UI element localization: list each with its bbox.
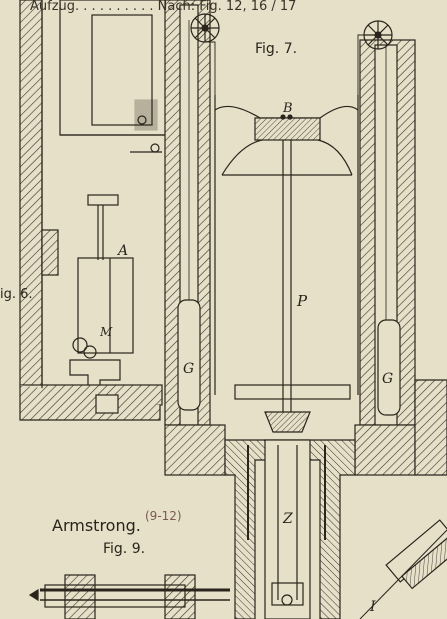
fig7-pulley-right [363, 20, 393, 50]
fig6-label: ig. 6. [0, 287, 33, 302]
part-label-P: P [297, 292, 308, 310]
part-label-G-right: G [382, 371, 394, 387]
fig7-pit [224, 439, 356, 619]
fig6-left-wall [19, 0, 43, 386]
fig7-drawing [164, 0, 447, 619]
part-label-I: I [370, 599, 376, 615]
armstrong-caption: Armstrong. [52, 516, 141, 535]
fig7-pulley-left [190, 13, 220, 43]
handwritten-note: (9-12) [145, 509, 182, 523]
part-label-G-left: G [183, 361, 195, 377]
fig6-cylinder-A [77, 257, 134, 354]
fig7-counterweight-left [177, 299, 201, 411]
header-text: Aufzug. . . . . . . . . . Nach: Fig. 12,… [30, 0, 297, 14]
part-label-B: B [283, 101, 293, 116]
part-label-Z: Z [283, 511, 293, 527]
fig6-crosshead [87, 194, 119, 206]
fig9-label: Fig. 9. [103, 541, 146, 557]
fig7-counterweight-right [377, 319, 401, 416]
fig6-wall-bracket [41, 229, 59, 276]
part-label-M: M [100, 325, 113, 339]
part-label-A: A [118, 243, 129, 259]
fig7-crosshead-B [254, 117, 321, 141]
fig6-drawing [19, 0, 173, 421]
fig7-label: Fig. 7. [255, 41, 298, 57]
fig9-drawing [28, 574, 230, 619]
